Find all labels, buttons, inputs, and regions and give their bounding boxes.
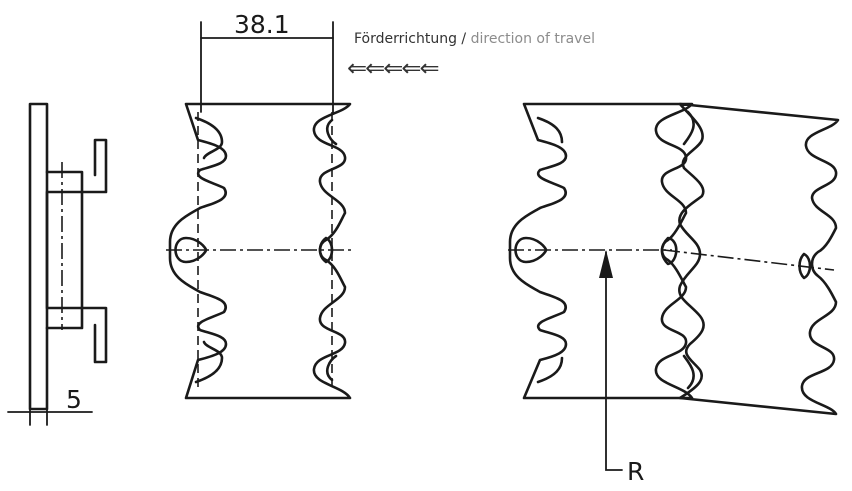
side-view-lower-hook [45,306,108,364]
radius-leader [605,251,623,471]
side-view-body [45,190,84,310]
right-link-b-socket [798,252,812,280]
front-link-outline [168,102,352,400]
front-view: 38.1 [166,10,352,400]
side-view-plate [28,102,49,411]
radius-label: R [627,457,644,486]
caption-german: Förderrichtung [354,31,457,47]
right-link-b-inner [660,110,695,390]
front-inner-contour [194,116,338,384]
side-view: 5 [7,102,108,426]
travel-direction-arrows: ⇐⇐⇐⇐⇐ [347,54,440,82]
side-view-upper-hook [45,138,108,194]
radius-arrowhead [599,250,613,278]
articulated-view: R [508,102,840,486]
right-link-a-inner [536,116,564,384]
caption-english: direction of travel [470,31,595,47]
pitch-label: 38.1 [234,10,290,39]
direction-caption: Förderrichtung / direction of travel [354,31,595,47]
thickness-label: 5 [66,385,82,414]
caption-separator: / [456,31,471,47]
right-link-a-outline [508,102,694,400]
right-centerline-b [663,249,835,271]
right-link-b-outline [678,102,840,416]
front-socket-right [318,236,334,264]
